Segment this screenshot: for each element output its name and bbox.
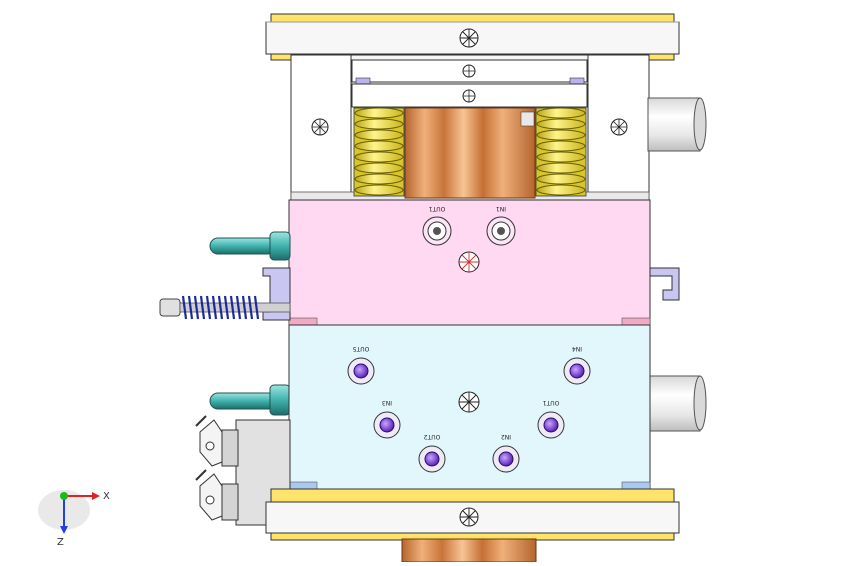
z-axis-label: Z [57,537,64,548]
bottom-copper-stub [401,538,537,563]
port-in3: IN3 [373,399,401,439]
port-in4: IN4 [563,345,591,385]
y-axis-dot [60,492,68,500]
cyan-core-plate: OUT5 IN4 IN3 OUT1 OUT2 IN2 [288,324,651,491]
port-label-out5: OUT5 [353,345,370,352]
port-label-out2: OUT2 [424,433,441,440]
pink-center-screw-icon [458,251,480,273]
right-yellow-spring [535,107,587,197]
bottom-clamp-plate [265,488,680,541]
left-yellow-spring [353,107,405,197]
port-in1-upper: IN1 [486,205,516,246]
cyan-center-screw-icon [458,391,480,413]
upper-right-cylinder [647,97,707,152]
upper-toggle-clamp-icon [195,415,223,467]
x-axis-arrow-icon [92,492,100,500]
port-in2: IN2 [492,433,520,473]
port-label-in3: IN3 [382,399,392,406]
port-out1-lower: OUT1 [537,399,565,439]
top-clamp-plate [265,13,680,61]
right-clip-bracket [649,267,680,301]
upper-teal-handle [209,231,291,261]
axis-triad: X Z [38,490,110,548]
copper-core [404,107,536,199]
lower-toggle-clamp-icon [195,469,223,521]
port-label-out1-upper: OUT1 [429,205,446,212]
blue-spring-pin [159,295,291,320]
port-label-in1-upper: IN1 [496,205,506,212]
z-axis-arrow-icon [60,526,68,534]
x-axis-label: X [103,491,110,502]
port-out1-upper: OUT1 [422,205,452,246]
lower-teal-handle [209,384,291,416]
port-label-in4: IN4 [572,345,582,352]
port-label-out1-lower: OUT1 [543,399,560,406]
lower-right-cylinder [647,375,707,432]
port-out2: OUT2 [418,433,446,473]
port-out5: OUT5 [347,345,375,385]
pink-cavity-plate: OUT1 IN1 [288,199,651,326]
port-label-in2: IN2 [501,433,511,440]
upper-spring-frame [290,54,650,202]
